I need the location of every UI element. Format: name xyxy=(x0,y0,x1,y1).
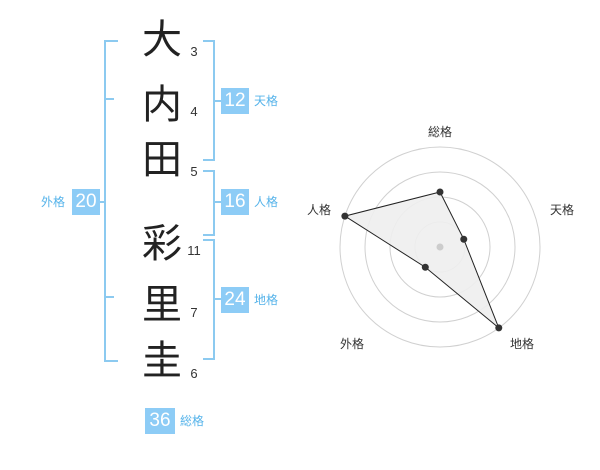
stroke-count: 11 xyxy=(187,243,201,258)
name-character: 里 xyxy=(142,282,182,328)
radar-axis-label: 外格 xyxy=(340,337,365,351)
name-character: 大 xyxy=(142,17,182,63)
tenkaku-badge: 12 xyxy=(221,88,249,114)
jinkaku-badge: 16 xyxy=(221,189,249,215)
radar-point xyxy=(341,212,349,220)
bracket-connector xyxy=(213,100,221,102)
jinkaku-label: 人格 xyxy=(254,195,279,209)
radar-point xyxy=(495,324,503,332)
bracket-connector xyxy=(96,201,104,203)
tenkaku-label: 天格 xyxy=(254,94,279,108)
radar-axis-label: 人格 xyxy=(307,203,332,217)
stroke-count: 6 xyxy=(190,366,198,381)
bracket-tick xyxy=(106,98,114,100)
radar-point xyxy=(421,263,429,271)
soukaku-label: 総格 xyxy=(180,414,205,428)
radar-ring xyxy=(339,146,541,348)
stroke-count: 5 xyxy=(190,164,198,179)
radar-center xyxy=(436,243,444,251)
gaikaku-label: 外格 xyxy=(41,195,66,209)
radar-axis-label: 地格 xyxy=(510,337,535,351)
radar-axis-label: 総格 xyxy=(428,125,453,139)
radar-axis-label: 天格 xyxy=(550,203,575,217)
radar-polygon xyxy=(343,191,500,329)
soukaku-badge: 36 xyxy=(145,408,175,434)
name-character: 内 xyxy=(142,82,182,128)
chikaku-badge: 24 xyxy=(221,287,249,313)
bracket-connector xyxy=(213,298,221,300)
bracket-connector xyxy=(213,201,221,203)
radar-point xyxy=(436,188,444,196)
name-character: 彩 xyxy=(142,221,182,267)
name-character: 圭 xyxy=(142,338,182,384)
radar-ring xyxy=(364,171,516,323)
stroke-count: 4 xyxy=(190,104,198,119)
gaikaku-bracket xyxy=(104,40,118,362)
stroke-count: 7 xyxy=(190,305,198,320)
chikaku-label: 地格 xyxy=(254,293,279,307)
gaikaku-badge: 20 xyxy=(72,189,100,215)
radar-point xyxy=(460,235,468,243)
jinkaku-bracket xyxy=(203,170,215,236)
stroke-count: 3 xyxy=(190,44,198,59)
bracket-tick xyxy=(106,296,114,298)
name-character: 田 xyxy=(142,137,182,183)
